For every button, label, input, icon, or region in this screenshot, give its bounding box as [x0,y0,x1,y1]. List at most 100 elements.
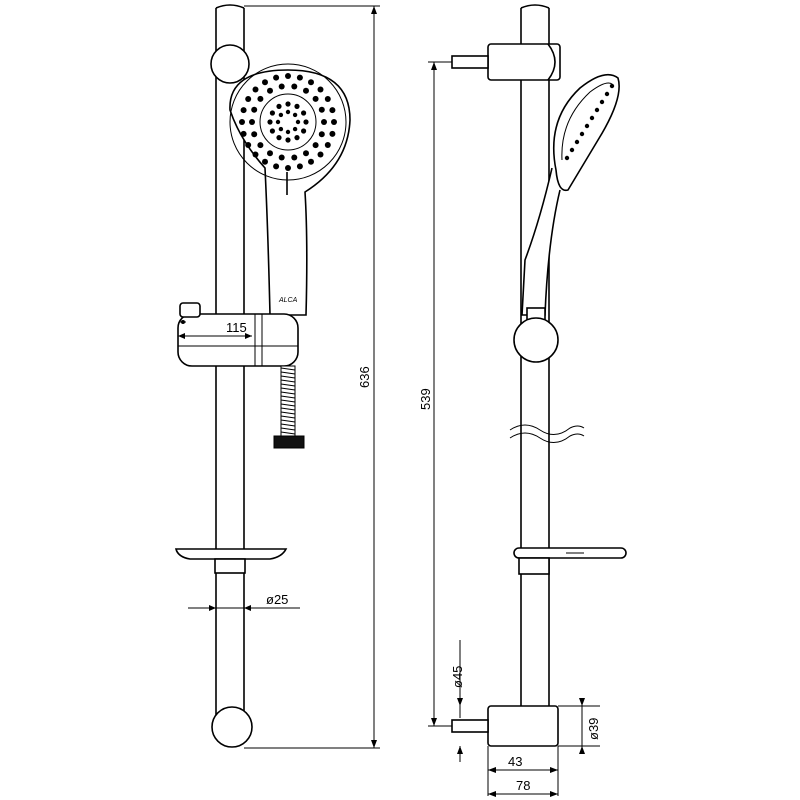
nozzle-dot [278,83,285,90]
nozzle-dot [285,137,291,143]
shower-hose [273,365,305,449]
side-nozzle-dot [599,99,605,105]
nozzle-dot [321,119,327,125]
nozzle-dot [251,131,258,138]
nozzle-dot [308,79,314,86]
side-nozzle-dot [574,139,580,145]
nozzle-dot [285,165,291,171]
nozzle-dot [295,119,301,125]
nozzle-dot [278,112,284,118]
nozzle-dot [317,86,324,93]
dim-d45-label: ø45 [450,666,465,688]
hose-ring [280,403,296,407]
nozzle-dot [312,142,319,149]
nozzle-dot [294,103,300,109]
nozzle-dot [239,119,245,125]
hose-ring [280,387,296,391]
side-nozzle-dot [609,83,615,89]
nozzle-dot [267,87,273,94]
front-view: ALCA 115 [174,4,380,749]
hose-ring [280,411,296,415]
nozzle-dot [318,106,325,113]
hose-ring [280,399,296,403]
nozzle-dot [285,109,291,115]
nozzle-dot [276,135,282,141]
nozzle-dot [317,151,324,158]
side-nozzle-dot [569,147,575,153]
hose-ring [280,427,296,431]
hose-ring [280,367,296,371]
dim-d39-label: ø39 [586,718,601,740]
dim-d45: ø45 [450,640,465,762]
nozzle-dot [269,128,275,134]
side-nozzle-dot [589,115,595,121]
hose-ring [280,419,296,423]
nozzle-dot [301,110,307,116]
dim-636: 636 [244,5,380,749]
side-soap-dish [513,547,627,575]
dim-539-label: 539 [418,388,433,410]
nozzle-dot [296,163,303,170]
nozzle-dot [312,95,319,102]
nozzle-dot [303,150,309,157]
side-view: 539 ø45 ø39 43 [418,4,627,797]
nozzle-dot [294,135,300,141]
nozzle-dot [318,131,325,138]
dim-d25: ø25 [188,592,300,611]
nozzle-dot [275,119,281,125]
hose-ring [280,391,296,395]
dim-d25-label: ø25 [266,592,288,607]
nozzle-dot [251,106,258,113]
side-nozzle-dot [564,155,570,161]
nozzle-dot [329,130,336,137]
nozzle-dot [257,142,264,149]
side-nozzle-dot [594,107,600,113]
nozzle-dot [278,154,285,161]
hose-ring [280,375,296,379]
side-nozzle-dot [579,131,585,137]
nozzle-dot [252,151,259,158]
side-nozzle-dot [584,123,590,129]
brand-mark: ALCA [278,297,298,304]
nozzle-dot [269,110,275,116]
nozzle-dot [252,86,259,93]
nozzle-dot [324,96,331,102]
hose-ring [280,407,296,411]
side-top-bracket [448,43,561,81]
slider-holder [177,302,299,367]
nozzle-dot [296,74,303,81]
hose-ring [280,383,296,387]
dim-d39: ø39 [558,698,601,754]
dim-43-label: 43 [508,754,522,769]
nozzle-dot [262,79,268,86]
nozzle-dot [308,158,314,165]
nozzle-dot [285,129,291,135]
dim-115-label: 115 [226,320,247,335]
dim-43: 43 [487,746,559,796]
dim-78: 78 [488,778,558,797]
nozzle-dot [262,158,268,165]
nozzle-dot [303,119,309,125]
nozzle-dot [292,112,298,118]
side-slider [513,307,559,363]
nozzle-dot [285,73,291,79]
nozzle-dot [331,119,337,125]
nozzle-dot [267,150,273,157]
hose-ring [280,371,296,375]
spray-nozzles [239,73,337,171]
nozzle-dot [292,126,298,132]
side-nozzle-dot [604,91,610,97]
hose-ring [280,431,296,435]
nozzle-dot [278,126,284,132]
dim-78-label: 78 [516,778,530,793]
nozzle-dot [291,83,298,90]
nozzle-dot [267,119,273,125]
hose-ring [280,395,296,399]
side-shower-head [521,73,620,316]
nozzle-dot [291,154,298,161]
nozzle-dot [240,130,247,137]
nozzle-dot [245,96,252,102]
hose-ring [280,379,296,383]
nozzle-dot [276,103,282,109]
